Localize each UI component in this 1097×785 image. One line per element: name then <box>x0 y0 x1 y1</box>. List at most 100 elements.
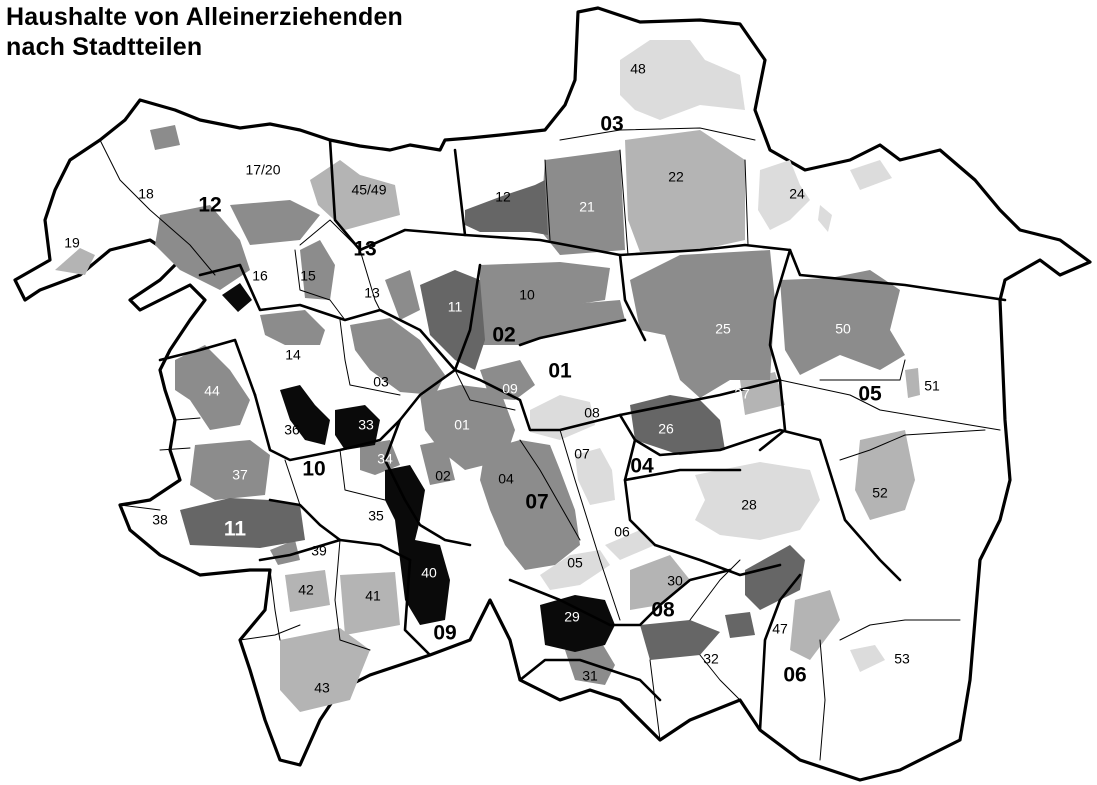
patch-02 <box>480 300 625 345</box>
quarter-label-39: 39 <box>311 543 327 559</box>
district-border <box>618 378 782 417</box>
quarter-label-28: 28 <box>741 497 757 513</box>
district-border <box>633 428 902 582</box>
quarter-label-52: 52 <box>872 485 888 501</box>
district-label-07: 07 <box>525 491 548 514</box>
patch-25 <box>630 250 775 398</box>
quarter-label-45-49: 45/49 <box>351 182 386 198</box>
patch-33 <box>335 405 380 450</box>
district-border <box>508 568 732 627</box>
district-border <box>518 318 627 347</box>
patch-12b <box>230 200 320 245</box>
patch-28 <box>695 462 820 540</box>
patch-47-dark <box>745 545 805 610</box>
quarter-label-07: 07 <box>574 446 590 462</box>
district-border <box>653 543 782 577</box>
quarter-label-33: 33 <box>358 417 374 433</box>
patch-05 <box>540 550 610 590</box>
quarter-label-32: 32 <box>703 651 719 667</box>
patch-30 <box>630 555 690 610</box>
district-border <box>253 393 402 462</box>
patch-24 <box>758 160 832 232</box>
district-border <box>518 658 662 702</box>
district-border <box>158 338 257 397</box>
district-label-12: 12 <box>198 194 221 217</box>
quarter-label-17-20: 17/20 <box>245 162 280 178</box>
district-boundaries <box>158 138 1007 732</box>
quarter-label-21: 21 <box>579 199 595 215</box>
district-label-06: 06 <box>783 664 806 687</box>
patch-08-dist <box>640 620 720 660</box>
patch-06 <box>605 530 655 560</box>
patch-26 <box>630 395 725 455</box>
quarter-label-19: 19 <box>64 235 80 251</box>
patch-12-dark <box>465 180 548 235</box>
quarter-boundaries <box>99 127 1001 761</box>
quarter-label-04: 04 <box>498 471 514 487</box>
district-border <box>453 368 657 547</box>
district-label-09: 09 <box>433 622 456 645</box>
district-label-04: 04 <box>630 455 654 478</box>
district-border <box>758 248 792 452</box>
patch-36 <box>280 385 330 445</box>
map-title-line-2: nach Stadtteilen <box>6 33 203 61</box>
patch-44 <box>175 345 250 430</box>
map-title-line-1: Haushalte von Alleinerziehenden <box>6 3 404 31</box>
quarter-label-37: 37 <box>232 467 248 483</box>
quarter-label-09: 09 <box>502 381 518 397</box>
patch-19 <box>55 248 95 275</box>
quarter-label-36: 36 <box>284 422 300 438</box>
patch-29 <box>540 595 615 652</box>
patch-48 <box>620 40 745 120</box>
patch-07 <box>575 448 615 505</box>
district-label-02: 02 <box>492 324 515 347</box>
patch-35-40 <box>385 465 450 625</box>
patch-41 <box>340 572 400 635</box>
patch-51 <box>905 368 920 398</box>
quarter-label-31: 31 <box>582 668 598 684</box>
quarter-label-29: 29 <box>564 609 580 625</box>
district-label-01: 01 <box>548 360 572 383</box>
patch-52 <box>855 430 915 520</box>
district-label-11: 11 <box>224 518 247 541</box>
quarter-label-18: 18 <box>138 186 154 202</box>
quarter-label-15: 15 <box>300 268 316 284</box>
district-label-03: 03 <box>600 113 623 136</box>
quarter-label-41: 41 <box>365 588 381 604</box>
quarter-label-16: 16 <box>252 268 268 284</box>
district-border <box>618 253 647 342</box>
quarter-label-51: 51 <box>924 378 940 394</box>
district-border <box>453 148 1007 302</box>
patch-13 <box>385 270 420 320</box>
patch-11 <box>420 270 485 370</box>
district-labels: 01 02 03 04 05 06 07 08 09 10 11 12 13 <box>198 113 882 687</box>
patch-47b-dark <box>725 612 755 638</box>
patch-39 <box>270 540 300 565</box>
quarter-label-02: 02 <box>435 468 451 484</box>
patch-03 <box>350 318 445 395</box>
quarter-label-44: 44 <box>204 383 220 399</box>
district-border <box>623 468 742 482</box>
quarter-label-34: 34 <box>377 451 393 467</box>
quarter-label-25: 25 <box>715 321 731 337</box>
district-border <box>758 573 802 732</box>
district-label-05: 05 <box>858 383 882 406</box>
patch-21 <box>540 150 625 255</box>
district-border <box>268 498 412 562</box>
patch-43 <box>280 628 370 712</box>
district-border <box>258 538 342 562</box>
patch-15 <box>300 240 335 300</box>
quarter-label-53: 53 <box>894 651 910 667</box>
district-border <box>383 418 472 547</box>
quarter-label-11: 11 <box>448 299 463 315</box>
quarter-label-08: 08 <box>584 405 600 421</box>
quarter-label-48: 48 <box>630 61 646 77</box>
shaded-areas <box>55 40 920 712</box>
quarter-label-27: 27 <box>734 386 750 402</box>
patch-37 <box>190 440 270 500</box>
quarter-label-14: 14 <box>285 347 301 363</box>
patch-09 <box>480 360 535 400</box>
patch-16 <box>222 283 252 312</box>
quarter-label-05: 05 <box>567 555 583 571</box>
